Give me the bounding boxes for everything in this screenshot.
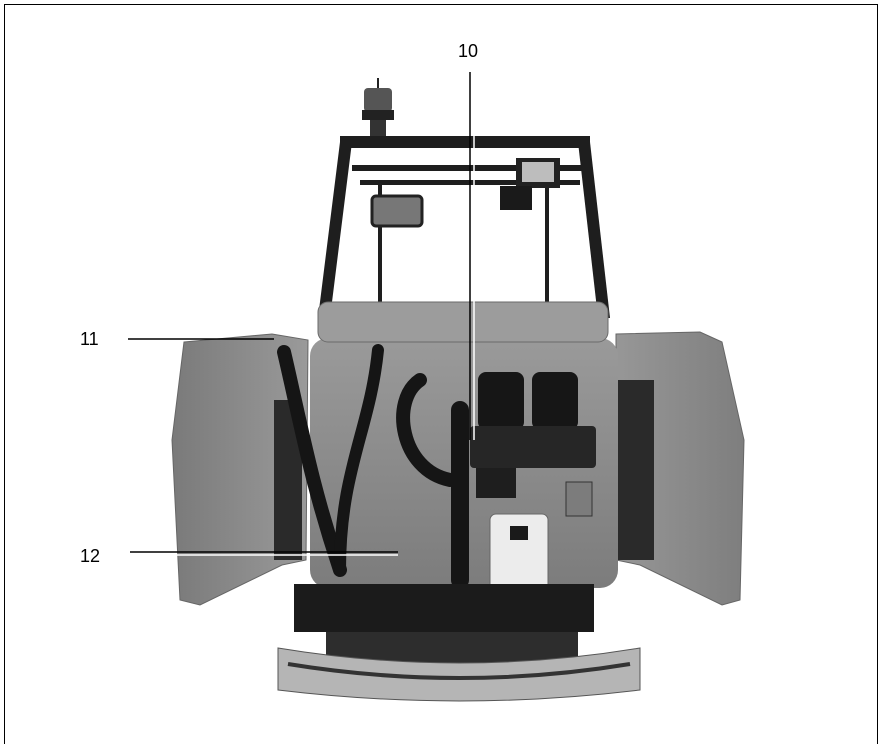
detergent-tank bbox=[489, 513, 549, 591]
rear-mirror bbox=[370, 194, 424, 228]
figure-frame bbox=[4, 4, 878, 744]
leader-lines bbox=[128, 72, 475, 556]
squeegee bbox=[277, 647, 641, 702]
hoses bbox=[277, 344, 469, 589]
beacon-light bbox=[362, 78, 394, 136]
rear-bumper bbox=[294, 584, 594, 666]
callout-10: 10 bbox=[458, 41, 479, 61]
right-side-door bbox=[615, 331, 745, 606]
work-lamp bbox=[500, 158, 560, 210]
left-side-door bbox=[171, 333, 309, 606]
vacuum-motors bbox=[470, 372, 596, 498]
callout-12: 12 bbox=[80, 546, 101, 566]
callout-11: 11 bbox=[80, 329, 99, 349]
roll-cage bbox=[318, 136, 610, 318]
control-box bbox=[565, 481, 593, 517]
